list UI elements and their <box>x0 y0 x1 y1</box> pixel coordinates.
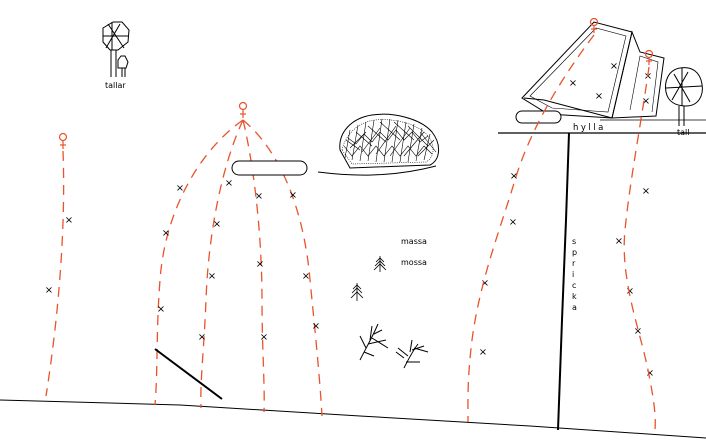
bolt-icon: × <box>642 96 650 107</box>
label-tallar: tallar <box>105 81 126 90</box>
bolt-icon: × <box>289 190 297 201</box>
bolt-icon: × <box>256 259 264 270</box>
bolt-icon: × <box>634 326 642 337</box>
spruce-icon <box>373 256 387 272</box>
bolt-icon: × <box>615 236 623 247</box>
bolt-icon: × <box>569 78 577 89</box>
shrub-icon <box>359 323 389 361</box>
label-hylla: hylla <box>573 123 606 133</box>
crack-line <box>154 348 223 400</box>
route-6 <box>467 34 595 423</box>
bolt-icon: × <box>479 347 487 358</box>
bolt-icon: × <box>481 278 489 289</box>
ledge-marker <box>231 160 308 176</box>
bolt-icon: × <box>157 304 165 315</box>
shrub-icon <box>395 339 429 369</box>
label-massa: massa <box>401 237 427 246</box>
route-4 <box>242 119 265 413</box>
bolt-icon: × <box>65 215 73 226</box>
route-2 <box>154 119 244 406</box>
bolt-icon: × <box>213 219 221 230</box>
label-tall: tall <box>677 128 689 137</box>
bolt-icon: × <box>162 228 170 239</box>
bolt-icon: × <box>626 286 634 297</box>
bolt-icon: × <box>509 217 517 228</box>
label-mossa: mossa <box>401 258 427 267</box>
bolt-icon: × <box>642 186 650 197</box>
bolt-icon: × <box>208 271 216 282</box>
route-7 <box>623 66 656 431</box>
bolt-icon: × <box>176 183 184 194</box>
pine-trees-icon <box>102 21 130 77</box>
bolt-icon: × <box>255 191 263 202</box>
bolt-icon: × <box>312 321 320 332</box>
bolt-icon: × <box>595 91 603 102</box>
route-5 <box>242 119 323 417</box>
spruce-icon <box>350 283 364 301</box>
route-group-middle <box>154 101 323 417</box>
bolt-icon: × <box>302 271 310 282</box>
bolt-icon: × <box>260 332 268 343</box>
bolt-icon: × <box>610 61 618 72</box>
anchor-icon <box>238 101 248 111</box>
ground-line <box>0 399 706 439</box>
bolt-icon: × <box>225 178 233 189</box>
bolt-icon: × <box>646 368 654 379</box>
route-3 <box>200 119 244 409</box>
bush-icon <box>317 113 439 176</box>
anchor-icon <box>58 132 68 142</box>
bolt-icon: × <box>198 332 206 343</box>
bolt-icon: × <box>510 171 518 182</box>
pine-tree-icon <box>665 67 703 126</box>
route-group-right <box>467 17 656 431</box>
crack-spricka <box>557 132 570 431</box>
bolt-icon: × <box>45 285 53 296</box>
route-1 <box>45 132 68 397</box>
